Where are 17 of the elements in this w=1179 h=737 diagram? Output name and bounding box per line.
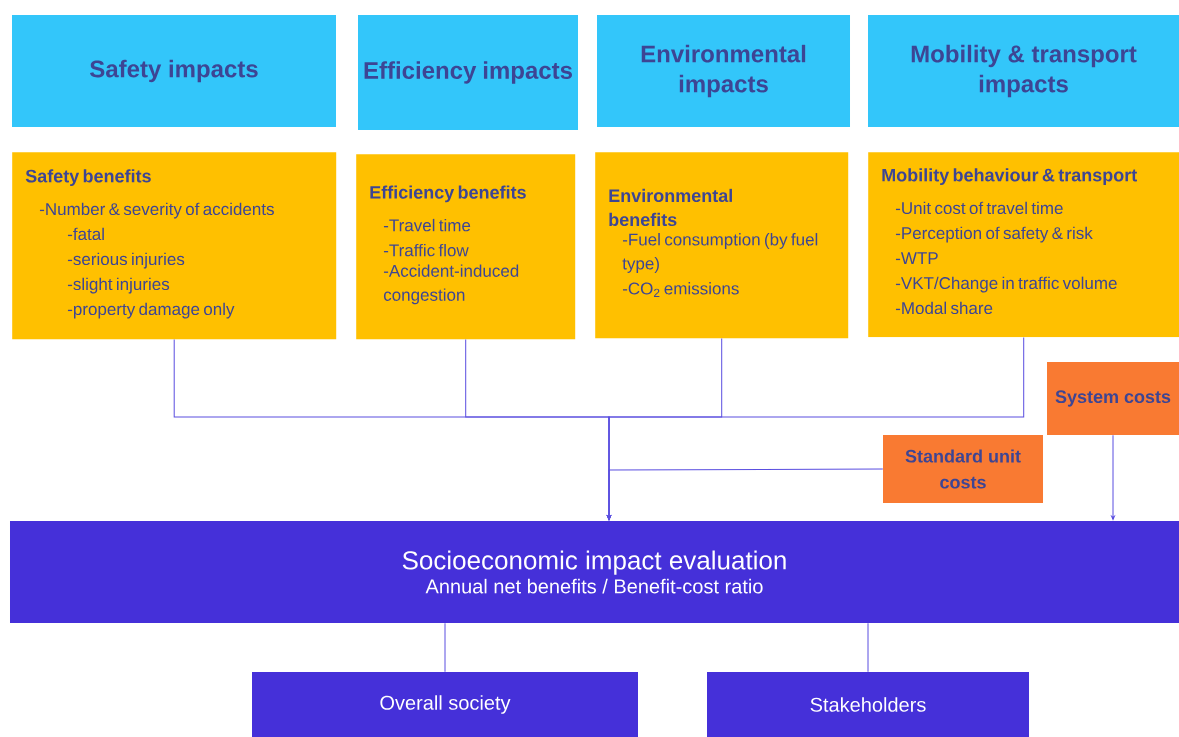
impact-header-box: Efficiency impacts bbox=[358, 15, 578, 130]
benefit-box: Safety benefits -Number & severity of accidents -fatal -serious injuries -slight injuries -property damage only bbox=[12, 152, 337, 340]
arrow bbox=[607, 468, 884, 520]
impact-header-box: Environmental impacts bbox=[597, 15, 850, 127]
outcome-box: Stakeholders bbox=[707, 672, 1029, 737]
outcome-box: Overall society bbox=[252, 672, 638, 737]
cost-box: System costs bbox=[1047, 362, 1179, 435]
impact-header-box: Safety impacts bbox=[12, 15, 336, 127]
benefit-box: Mobility behaviour & transport -Unit cost of travel time -Perception of safety & risk -WTP -VKT/Change in traffic volume -Modal share bbox=[868, 152, 1179, 338]
connector-line bbox=[867, 622, 869, 673]
connector-line bbox=[444, 622, 446, 673]
benefit-box: Environmental benefits -Fuel consumption (by fuel type) -CO$_{2}$ emissions bbox=[595, 152, 849, 339]
benefit-box: Efficiency benefits -Travel time -Traffic flow -Accident-induced congestion bbox=[356, 154, 576, 340]
cost-box: Standard unit costs bbox=[883, 435, 1043, 503]
evaluation-box: Socioeconomic impact evaluation Annual net benefits / Benefit-cost ratio bbox=[10, 521, 1179, 623]
arrow bbox=[1111, 434, 1115, 520]
impact-header-box: Mobility & transport impacts bbox=[868, 15, 1179, 127]
